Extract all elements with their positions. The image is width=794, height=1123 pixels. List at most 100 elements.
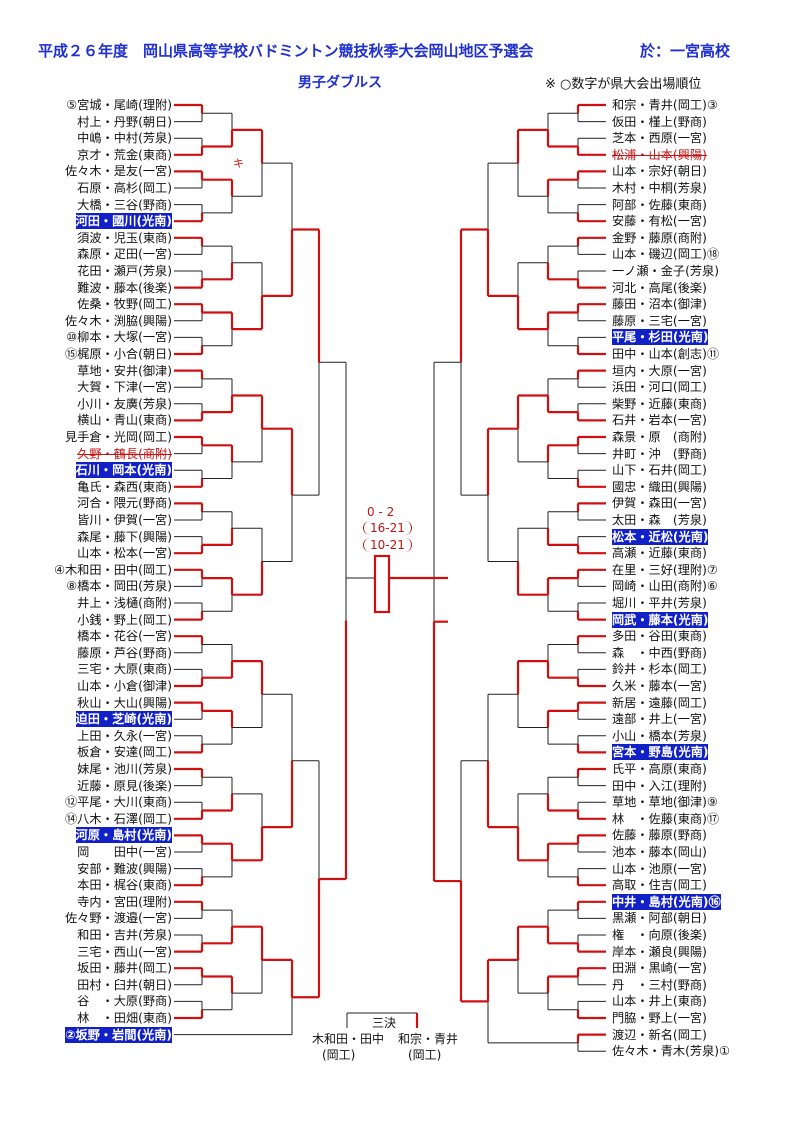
left-entry: 石原・高杉(岡工) — [77, 181, 172, 195]
right-entry: 和宗・青井(岡工)③ — [612, 98, 718, 112]
final-match-box — [373, 554, 391, 614]
right-entry: 柴野・近藤(東商) — [612, 396, 707, 411]
left-entry: 横山・青山(東商) — [77, 413, 172, 428]
right-entry: 岡武・藤本(光南) — [612, 611, 709, 628]
right-entry: 高取・住吉(岡工) — [612, 878, 707, 893]
right-entry: 遠部・井上(一宮) — [612, 712, 707, 727]
third-place-left-school: (岡工) — [322, 1048, 356, 1062]
left-entry: 橋本・花谷(一宮) — [77, 629, 172, 644]
left-entry: 近藤・原見(後楽) — [77, 778, 172, 793]
right-entry: 一ノ瀬・金子(芳泉) — [612, 264, 720, 278]
right-entry: 久米・藤本(一宮) — [612, 679, 707, 693]
right-entry: 森景・原 (商附) — [612, 430, 707, 444]
left-entry: 見手倉・光岡(岡工) — [64, 430, 172, 444]
left-entry: ④木和田・田中(岡工) — [54, 562, 172, 577]
right-entry: 松浦・山本(興陽) — [612, 147, 707, 162]
right-entry: 森 ・中西(野商) — [612, 645, 707, 660]
left-entry: 河合・隈元(野商) — [77, 496, 172, 511]
third-place-label: 三決 — [372, 1016, 397, 1030]
left-entry: 三宅・西山(一宮) — [77, 944, 172, 959]
left-entry: 佐々木・是友(一宮) — [64, 164, 172, 179]
left-entry: ⑫平尾・大川(東商) — [64, 795, 172, 810]
third-place-right-pair: 和宗・青井 — [398, 1032, 459, 1046]
venue-label: 於：一宮高校 — [640, 42, 731, 60]
right-entry: 林 ・佐藤(東商)⑰ — [612, 811, 720, 826]
third-place-right-school: (岡工) — [408, 1048, 442, 1062]
left-entry: 山本・松本(一宮) — [77, 546, 172, 561]
left-entry: ⑮梶原・小合(朝日) — [64, 347, 172, 361]
page-title: 平成２６年度 岡山県高等学校バドミントン競技秋季大会岡山地区予選会 — [38, 42, 534, 60]
left-entry: 藤原・芦谷(野商) — [77, 645, 172, 660]
left-entry: 小銭・野上(岡工) — [77, 612, 172, 627]
left-entry: 大橋・三谷(野商) — [77, 197, 172, 212]
right-entry: 藤田・沼本(御津) — [612, 297, 707, 312]
left-entry: 谷 ・大原(野商) — [77, 994, 172, 1009]
right-entry: 伊賀・森田(一宮) — [612, 496, 707, 511]
right-entry: 小山・橋本(芳泉) — [612, 728, 707, 743]
left-entry: 本田・梶谷(東商) — [77, 878, 172, 893]
left-entry: 三宅・大原(東商) — [77, 662, 172, 677]
right-entry: 阿部・佐藤(東商) — [612, 197, 707, 212]
left-entry: ⑤宮城・尾崎(理附) — [66, 98, 172, 112]
right-entry: 山下・石井(岡工) — [612, 463, 707, 478]
right-entry: 山本・磯辺(岡工)⑱ — [612, 247, 720, 262]
left-entry: 亀氏・森西(東商) — [77, 479, 172, 494]
left-entry: 河田・國川(光南) — [75, 213, 172, 230]
right-entry: 在里・三好(理附)⑦ — [612, 562, 718, 577]
final-set-score: 0 - 2 — [367, 505, 395, 519]
left-entry: 板倉・安達(岡工) — [77, 745, 172, 760]
right-entry: 池本・藤本(岡山) — [612, 845, 707, 859]
left-entry: ⑭八木・石澤(岡工) — [64, 811, 172, 826]
ranking-note: ※ ○数字が県大会出場順位 — [545, 77, 702, 92]
right-entry: 浜田・河口(岡工) — [612, 380, 707, 395]
left-entry: 河原・島村(光南) — [75, 827, 172, 844]
left-entry: 和田・吉井(芳泉) — [77, 928, 172, 942]
right-entry: 岸本・瀬良(興陽) — [612, 944, 707, 959]
left-entry: 花田・瀬戸(芳泉) — [77, 264, 172, 278]
event-category: 男子ダブルス — [298, 75, 382, 91]
left-entry: 寺内・宮田(理附) — [77, 894, 172, 909]
retire-mark: キ — [233, 157, 244, 170]
left-entry: 中嶋・中村(芳泉) — [77, 131, 172, 146]
left-entry: 石川・岡本(光南) — [75, 462, 172, 479]
left-entry: 皆川・伊賀(一宮) — [77, 513, 172, 527]
right-entry: 渡辺・新名(岡工) — [612, 1027, 707, 1042]
left-entry: 久野・鶴長(商附) — [77, 446, 172, 461]
left-entry: 須波・児玉(東商) — [77, 230, 172, 245]
left-entry: ⑩柳本・大塚(一宮) — [66, 330, 172, 345]
right-entry: 新居・遠藤(岡工) — [612, 695, 707, 710]
right-entry: 宮本・野島(光南) — [612, 744, 709, 761]
left-entry: 草地・安井(御津) — [77, 363, 172, 378]
final-game1-score: 16-21 — [363, 521, 412, 535]
left-entry: 上田・久永(一宮) — [77, 728, 172, 743]
left-entry: 妹尾・池川(芳泉) — [77, 762, 172, 776]
left-entry: ⑧橋本・岡田(芳泉) — [66, 579, 172, 594]
right-entry: 安藤・有松(一宮) — [612, 214, 707, 229]
right-entry: 佐々木・青木(芳泉)① — [612, 1044, 730, 1059]
left-entry: 佐々野・渡邉(一宮) — [64, 911, 172, 926]
right-entry: 氏平・高原(東商) — [612, 762, 707, 776]
right-entry: 鈴井・杉本(岡工) — [612, 662, 707, 677]
right-entry: 高瀬・近藤(東商) — [612, 546, 707, 561]
right-entry: 芝本・西原(一宮) — [612, 131, 707, 146]
right-entry: 井町・沖 (野商) — [612, 446, 707, 461]
right-entry: 平尾・杉田(光南) — [612, 329, 709, 346]
left-entry: 森尾・藤下(興陽) — [77, 529, 172, 544]
third-place-left-pair: 木和田・田中 — [312, 1032, 385, 1046]
right-entry: 権 ・向原(後楽) — [612, 928, 707, 942]
right-entry: 多田・谷田(東商) — [612, 629, 707, 644]
left-entry: 坂田・藤井(岡工) — [77, 961, 172, 976]
right-entry: 太田・森 (芳泉) — [612, 513, 707, 527]
left-entry: ②坂野・岩間(光南) — [65, 1026, 172, 1043]
right-entry: 木村・中桐(芳泉) — [612, 181, 707, 195]
left-entry: 村上・丹野(朝日) — [77, 114, 172, 129]
left-entry: 田村・臼井(朝日) — [77, 977, 172, 992]
right-entry: 丹 ・三村(野商) — [612, 977, 707, 992]
left-entry: 小川・友廣(芳泉) — [77, 396, 172, 411]
right-entry: 國忠・織田(興陽) — [612, 479, 707, 494]
left-entry: 山本・小倉(御津) — [77, 679, 172, 693]
right-entry: 松本・近松(光南) — [612, 528, 709, 545]
left-entry: 岡 田中(一宮) — [77, 845, 172, 859]
right-entry: 山本・宗好(朝日) — [612, 164, 707, 179]
right-entry: 田中・山本(創志)⑪ — [612, 347, 720, 361]
